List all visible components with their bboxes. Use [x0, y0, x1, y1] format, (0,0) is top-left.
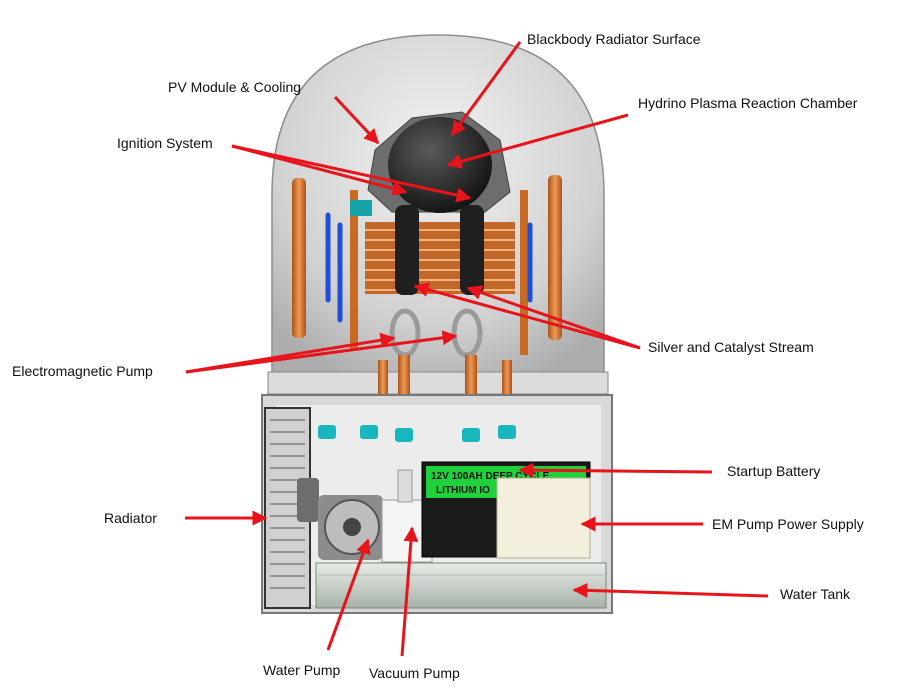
water-tank — [315, 562, 607, 609]
battery-label-line2: LITHIUM IO — [436, 485, 490, 496]
label-vacuum-pump: Vacuum Pump — [369, 665, 460, 681]
label-blackbody-radiator-surface: Blackbody Radiator Surface — [527, 31, 701, 47]
arrow-blackbody — [450, 41, 522, 137]
cyan-valves — [318, 425, 516, 442]
label-startup-battery: Startup Battery — [727, 463, 821, 479]
arrow-startup-battery — [518, 462, 713, 478]
em-pump-power-supply — [496, 477, 591, 559]
arrow-ignition-2 — [231, 144, 472, 203]
label-radiator: Radiator — [104, 510, 157, 526]
arrow-pv-module — [333, 95, 380, 145]
annotation-arrows — [185, 41, 769, 657]
label-water-pump: Water Pump — [263, 662, 341, 678]
label-water-tank: Water Tank — [780, 586, 851, 602]
arrow-em-pump-2 — [185, 330, 458, 374]
label-plasma-reaction-chamber: Hydrino Plasma Reaction Chamber — [638, 95, 858, 111]
label-ignition-system: Ignition System — [117, 135, 213, 151]
battery-label-line1: 12V 100AH DEEP CYCLE — [431, 471, 550, 482]
label-pv-module-cooling: PV Module & Cooling — [168, 79, 302, 95]
arrow-plasma-chamber — [446, 113, 629, 169]
pv-cooling-coils — [292, 175, 562, 355]
arrow-vacuum-pump — [400, 526, 419, 657]
arrow-silver-2 — [466, 285, 641, 350]
water-pump — [318, 495, 383, 560]
label-em-pump-power-supply: EM Pump Power Supply — [712, 516, 864, 532]
heat-exchanger — [365, 222, 515, 294]
label-silver-catalyst-stream: Silver and Catalyst Stream — [648, 339, 814, 355]
arrow-water-tank — [572, 582, 769, 598]
arrow-water-pump — [326, 538, 371, 651]
label-electromagnetic-pump: Electromagnetic Pump — [12, 363, 153, 379]
arrow-silver-1 — [413, 282, 641, 350]
radiator — [264, 407, 319, 609]
